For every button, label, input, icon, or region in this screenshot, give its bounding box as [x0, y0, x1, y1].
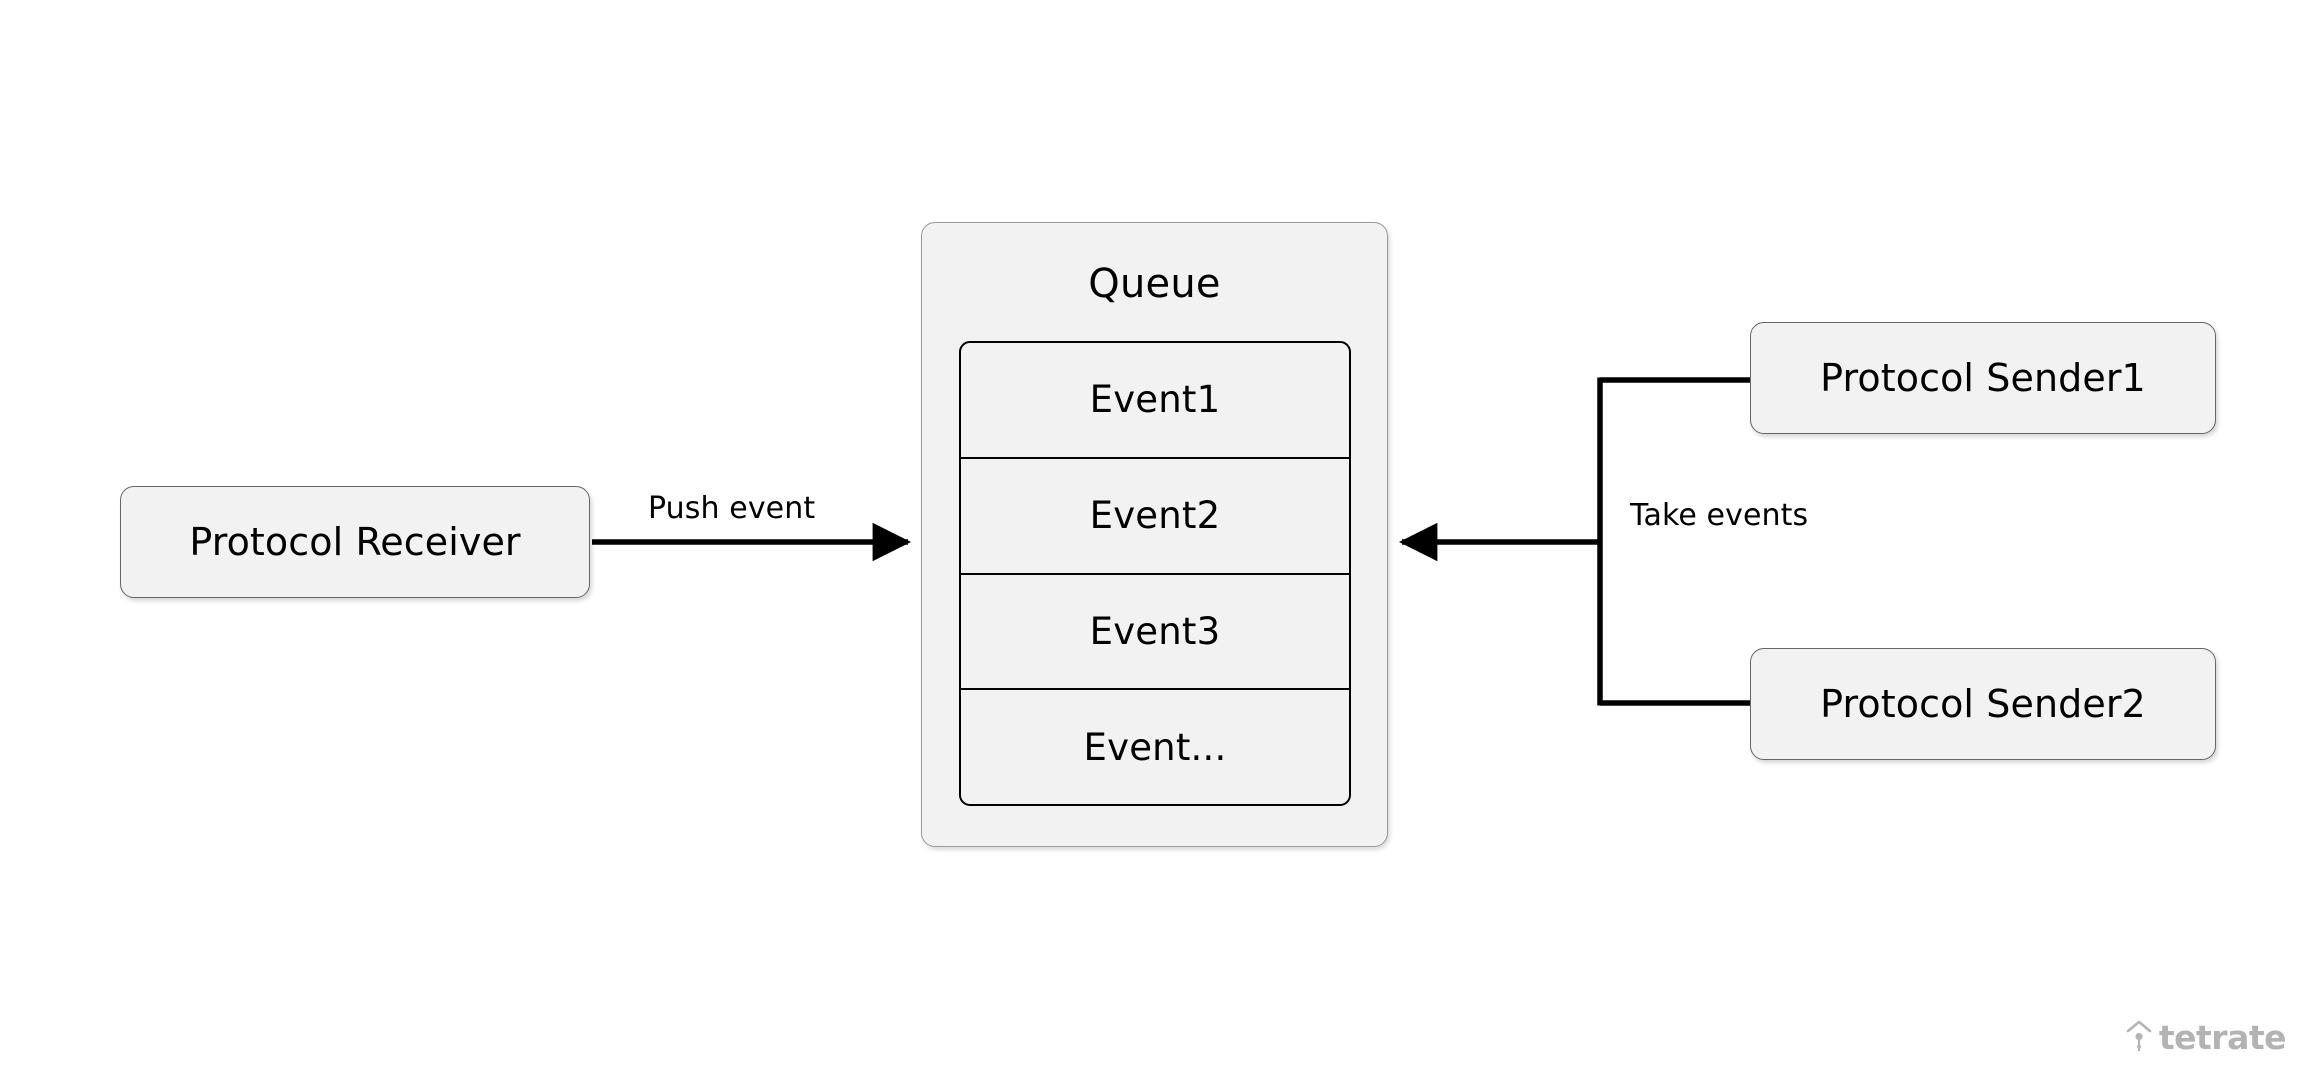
node-protocol-sender1-label: Protocol Sender1	[1820, 356, 2146, 400]
node-queue[interactable]: Queue Event1 Event2 Event3 Event...	[921, 222, 1388, 847]
queue-event-item[interactable]: Event3	[961, 575, 1349, 691]
queue-event-item[interactable]: Event...	[961, 690, 1349, 804]
queue-event-list: Event1 Event2 Event3 Event...	[959, 341, 1351, 806]
node-protocol-receiver-label: Protocol Receiver	[189, 520, 521, 564]
node-protocol-sender2-label: Protocol Sender2	[1820, 682, 2146, 726]
watermark: tetrate	[2126, 1017, 2287, 1057]
node-protocol-receiver[interactable]: Protocol Receiver	[120, 486, 590, 598]
queue-event-item[interactable]: Event2	[961, 459, 1349, 575]
watermark-text: tetrate	[2158, 1017, 2287, 1057]
tetrate-logo-icon	[2126, 1020, 2152, 1052]
edge-take-events	[1398, 377, 1750, 706]
queue-title: Queue	[1088, 261, 1221, 307]
node-protocol-sender2[interactable]: Protocol Sender2	[1750, 648, 2216, 760]
node-protocol-sender1[interactable]: Protocol Sender1	[1750, 322, 2216, 434]
edge-label-push-event: Push event	[648, 491, 816, 526]
queue-event-label: Event2	[1089, 494, 1221, 538]
queue-event-label: Event...	[1083, 725, 1227, 769]
edge-label-take-events: Take events	[1630, 498, 1809, 533]
queue-event-label: Event3	[1089, 609, 1221, 653]
queue-event-item[interactable]: Event1	[961, 343, 1349, 459]
queue-event-label: Event1	[1089, 378, 1221, 422]
